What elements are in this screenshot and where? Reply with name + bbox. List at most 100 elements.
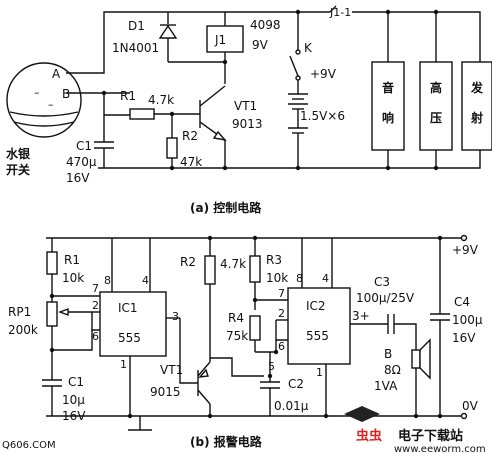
mercury-switch-label-2: 开关 — [6, 162, 30, 177]
c1-voltage-label: 16V — [66, 171, 90, 185]
ic2-555 — [287, 287, 351, 365]
alarm-r1-label: R1 — [64, 253, 80, 267]
r2-value-label: 47k — [180, 155, 202, 169]
alarm-c3-value-label: 100μ/25V — [356, 291, 415, 305]
high-voltage-block-label-1: 高 — [430, 80, 442, 95]
alarm-plus-9v-label: +9V — [452, 243, 479, 257]
ic1-pin6: 6 — [92, 330, 99, 343]
alarm-c3-label: C3 — [374, 275, 390, 289]
control-caption: (a) 控制电路 — [190, 200, 262, 215]
r2-label: R2 — [182, 129, 198, 143]
brand-text: 电子下载站 — [398, 428, 463, 444]
resistor-r2 — [166, 137, 178, 159]
vt1-label: VT1 — [234, 99, 257, 113]
speaker-b — [411, 338, 431, 416]
ic2-pin2: 2 — [278, 307, 285, 320]
alarm-c1-label: C1 — [68, 375, 84, 389]
control-circuit: – – A B 水银 开关 J1-1 D1 1N4001 J1 4098 9V — [6, 5, 492, 215]
alarm-r3-value-label: 10k — [266, 271, 288, 285]
alarm-r4-label: R4 — [228, 311, 244, 325]
vt1-type-label: 9013 — [232, 117, 263, 131]
ic2-pin8: 8 — [296, 272, 303, 285]
resistor-r2-b — [204, 255, 216, 285]
relay-voltage-label: 9V — [252, 38, 269, 52]
sound-block — [371, 61, 405, 151]
rp1-label: RP1 — [8, 305, 31, 319]
high-voltage-block — [419, 61, 453, 151]
r1-value-label: 4.7k — [148, 93, 174, 107]
ic2-pin5: 5 — [268, 360, 275, 373]
alarm-vt1-label: VT1 — [160, 363, 183, 377]
contact-j1-1-label: J1-1 — [329, 6, 351, 19]
alarm-r1-value-label: 10k — [62, 271, 84, 285]
sound-block-label-2: 响 — [382, 110, 394, 125]
alarm-r4-value-label: 75k — [226, 329, 248, 343]
alarm-c2-value-label: 0.01μ — [274, 399, 309, 413]
r1-label: R1 — [120, 89, 136, 103]
transmit-block — [461, 61, 492, 151]
alarm-c4-voltage-label: 16V — [452, 331, 476, 345]
d1-type-label: 1N4001 — [112, 41, 159, 55]
alarm-caption: (b) 报警电路 — [190, 434, 263, 449]
transistor-vt1 — [199, 85, 227, 168]
alarm-r2-label: R2 — [180, 255, 196, 269]
c1-value-label: 470μ — [66, 155, 97, 169]
transmit-block-label-2: 射 — [470, 110, 483, 125]
mercury-minus-1: – — [34, 86, 40, 99]
speaker-power-label: 1VA — [374, 379, 398, 393]
brand-site: www.eeworm.com — [394, 444, 486, 454]
resistor-r1 — [129, 108, 155, 120]
relay-j1-label: J1 — [214, 33, 226, 47]
ic2-type-label: 555 — [306, 329, 329, 343]
alarm-0v-label: 0V — [462, 399, 479, 413]
ic1-pin7: 7 — [92, 282, 99, 295]
brand-logo: 虫虫 电子下载站 www.eeworm.com — [344, 406, 486, 454]
sensor-b-label: B — [62, 87, 70, 101]
ic2-pin3: 3+ — [352, 309, 370, 323]
transistor-vt1-b — [179, 318, 211, 416]
alarm-c2-label: C2 — [288, 377, 304, 391]
resistor-r1-b — [46, 251, 58, 275]
watermark-left: Q606.COM — [2, 440, 56, 451]
ic2-pin4: 4 — [322, 272, 329, 285]
switch-k-label: K — [304, 41, 313, 55]
ic1-pin1: 1 — [120, 358, 127, 371]
relay-code-label: 4098 — [250, 18, 281, 32]
ic1-pin3: 3 — [172, 310, 179, 323]
brand-name: 虫虫 — [356, 428, 382, 444]
alarm-c4-value-label: 100μ — [452, 313, 483, 327]
rp1-value-label: 200k — [8, 323, 38, 337]
battery-label: 1.5V×6 — [300, 109, 345, 123]
resistor-r4-b — [249, 315, 261, 341]
sensor-a-label: A — [52, 67, 61, 81]
alarm-r2-value-label: 4.7k — [220, 257, 246, 271]
mercury-switch-label-1: 水银 — [6, 146, 31, 161]
ic1-pin2: 2 — [92, 299, 99, 312]
plus-9v-label: +9V — [310, 67, 337, 81]
speaker-label: B — [384, 347, 392, 361]
high-voltage-block-label-2: 压 — [430, 111, 442, 125]
ic1-555 — [99, 291, 167, 357]
ic2-label: IC2 — [306, 299, 326, 313]
sound-block-label-1: 音 — [382, 80, 394, 95]
alarm-c1-voltage-label: 16V — [62, 409, 86, 423]
ic1-label: IC1 — [118, 301, 138, 315]
alarm-circuit: +9V 0V R1 10k RP1 200k C1 10μ 16V IC1 55… — [8, 234, 483, 449]
relay-j1 — [206, 25, 244, 53]
alarm-c1-value-label: 10μ — [62, 393, 85, 407]
ic1-pin8: 8 — [104, 274, 111, 287]
resistor-r3-b — [249, 255, 261, 283]
ic1-pin4: 4 — [142, 274, 149, 287]
diode-d1 — [158, 12, 178, 62]
speaker-ohm-label: 8Ω — [384, 363, 401, 377]
alarm-r3-label: R3 — [266, 253, 282, 267]
c1-label: C1 — [76, 139, 92, 153]
ic2-pin1: 1 — [316, 366, 323, 379]
ic1-type-label: 555 — [118, 331, 141, 345]
mercury-switch: – – — [6, 62, 82, 138]
alarm-c4-label: C4 — [454, 295, 470, 309]
transmit-block-label-1: 发 — [470, 80, 484, 95]
ic2-pin6: 6 — [278, 340, 285, 353]
battery-pack — [288, 80, 308, 168]
